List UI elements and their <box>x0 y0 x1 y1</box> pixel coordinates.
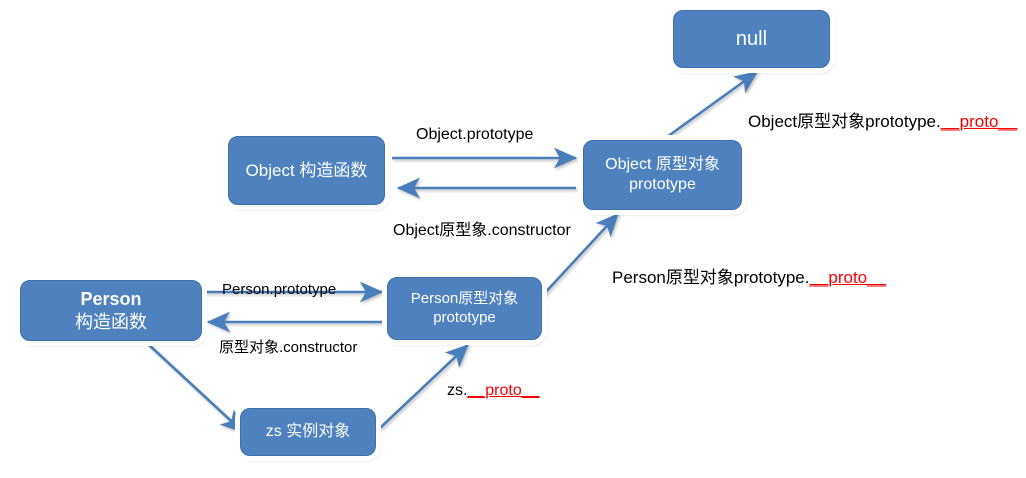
node-person-constructor-suffix: 构造函数 <box>75 311 147 332</box>
label-object-prototype: Object.prototype <box>416 126 534 143</box>
node-person-prototype-line2: prototype <box>433 308 496 326</box>
arrow-person-ctor-to-zs <box>147 343 244 433</box>
label-person-proto-proto: Person原型对象prototype.__proto__ <box>612 263 886 288</box>
node-object-constructor-label: Object 构造函数 <box>245 160 368 180</box>
node-null[interactable]: null <box>673 10 830 68</box>
node-person-prototype-line1: Person原型对象 <box>410 289 519 307</box>
node-person-prototype[interactable]: Person原型对象 prototype <box>387 277 542 340</box>
label-object-proto-proto: Object原型对象prototype.__proto__ <box>748 107 1017 132</box>
node-zs-instance-label: zs 实例对象 <box>265 423 351 440</box>
label-object-proto-proto-black: Object原型对象prototype. <box>748 112 941 131</box>
label-object-constructor: Object原型象.constructor <box>393 222 571 239</box>
node-object-prototype-line2: prototype <box>629 176 696 193</box>
label-person-proto-proto-red: __proto__ <box>809 268 887 287</box>
node-zs-instance[interactable]: zs 实例对象 <box>240 408 376 456</box>
label-zs-proto: zs.__proto__ <box>447 382 540 400</box>
node-object-prototype[interactable]: Object 原型对象 prototype <box>583 140 742 210</box>
node-object-constructor[interactable]: Object 构造函数 <box>228 136 385 205</box>
node-person-constructor[interactable]: Person 构造函数 <box>20 280 202 341</box>
node-object-prototype-line1: Object 原型对象 <box>605 156 720 173</box>
node-person-constructor-label: Person 构造函数 <box>75 288 147 333</box>
arrow-object-prototype-to-null <box>659 70 759 144</box>
node-null-label: null <box>735 27 768 50</box>
label-person-prototype: Person.prototype <box>222 281 337 298</box>
label-zs-proto-red: __proto__ <box>467 382 540 399</box>
node-person-constructor-name: Person <box>80 289 142 309</box>
label-person-constructor: 原型对象.constructor <box>219 339 358 356</box>
label-person-proto-proto-black: Person原型对象prototype. <box>612 268 810 287</box>
label-zs-proto-black: zs. <box>447 382 468 399</box>
label-object-proto-proto-red: __proto__ <box>940 112 1018 131</box>
